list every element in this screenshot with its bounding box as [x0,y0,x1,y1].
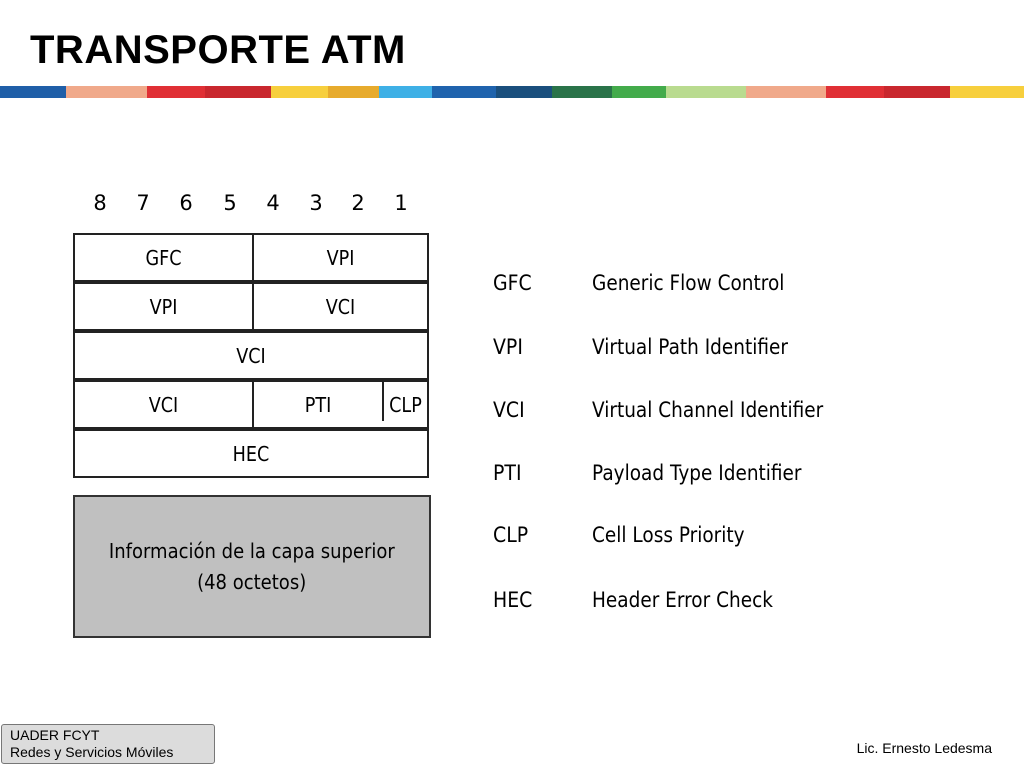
field-divider [252,284,254,329]
bit-label: 4 [266,191,280,215]
course-label: Redes y Servicios Móviles [10,744,174,760]
color-stripe [0,86,66,98]
bit-label: 2 [351,191,365,215]
institution-label: UADER FCYT [10,727,100,743]
legend-description: Payload Type Identifier [592,461,802,485]
field-hec: HEC [232,441,270,466]
payload-size: (48 octetos) [197,569,307,594]
color-stripe [271,86,328,98]
bit-label: 6 [179,191,193,215]
color-stripe [746,86,826,98]
field-vci: VCI [148,392,179,417]
header-row-1: GFC VPI [73,233,429,282]
legend-description: Generic Flow Control [592,271,785,295]
color-stripe [379,86,432,98]
atm-cell-header: GFC VPI VPI VCI VCI VCI PTI CLP HEC [73,233,429,479]
author-label: Lic. Ernesto Ledesma [856,740,992,756]
header-row-5: HEC [73,429,429,478]
field-vpi: VPI [326,245,355,270]
field-divider [252,382,254,427]
bit-label: 5 [223,191,237,215]
color-stripe [950,86,1024,98]
field-pti: PTI [304,392,332,417]
color-stripe [612,86,666,98]
legend-abbreviation: VPI [493,335,523,359]
color-stripe [666,86,746,98]
course-info-box: UADER FCYT Redes y Servicios Móviles [1,724,215,764]
color-stripe [328,86,379,98]
slide-title: TRANSPORTE ATM [30,28,406,72]
color-stripe [147,86,205,98]
color-stripe [826,86,884,98]
header-row-4: VCI PTI CLP [73,380,429,429]
payload-description: Información de la capa superior [109,538,395,563]
legend-description: Cell Loss Priority [592,523,745,547]
color-stripe [496,86,552,98]
field-gfc: GFC [145,245,182,270]
legend-description: Virtual Path Identifier [592,335,788,359]
decorative-color-bar [0,86,1024,98]
legend-abbreviation: GFC [493,271,532,295]
bit-label: 8 [93,191,107,215]
field-vci: VCI [236,343,266,368]
bit-label: 1 [394,191,408,215]
header-row-3: VCI [73,331,429,380]
legend-abbreviation: HEC [493,588,533,612]
field-vci: VCI [325,294,356,319]
payload-block: Información de la capa superior (48 octe… [73,495,431,638]
field-divider [252,235,254,280]
legend-abbreviation: PTI [493,461,522,485]
color-stripe [884,86,950,98]
color-stripe [432,86,496,98]
color-stripe [66,86,147,98]
legend-abbreviation: CLP [493,523,529,547]
bit-label: 7 [136,191,150,215]
legend-description: Header Error Check [592,588,773,612]
color-stripe [205,86,271,98]
legend-abbreviation: VCI [493,398,525,422]
color-stripe [552,86,612,98]
field-clp: CLP [389,392,422,417]
bit-label: 3 [309,191,323,215]
field-vpi: VPI [149,294,178,319]
header-row-2: VPI VCI [73,282,429,331]
legend-description: Virtual Channel Identifier [592,398,824,422]
field-divider [382,382,384,421]
